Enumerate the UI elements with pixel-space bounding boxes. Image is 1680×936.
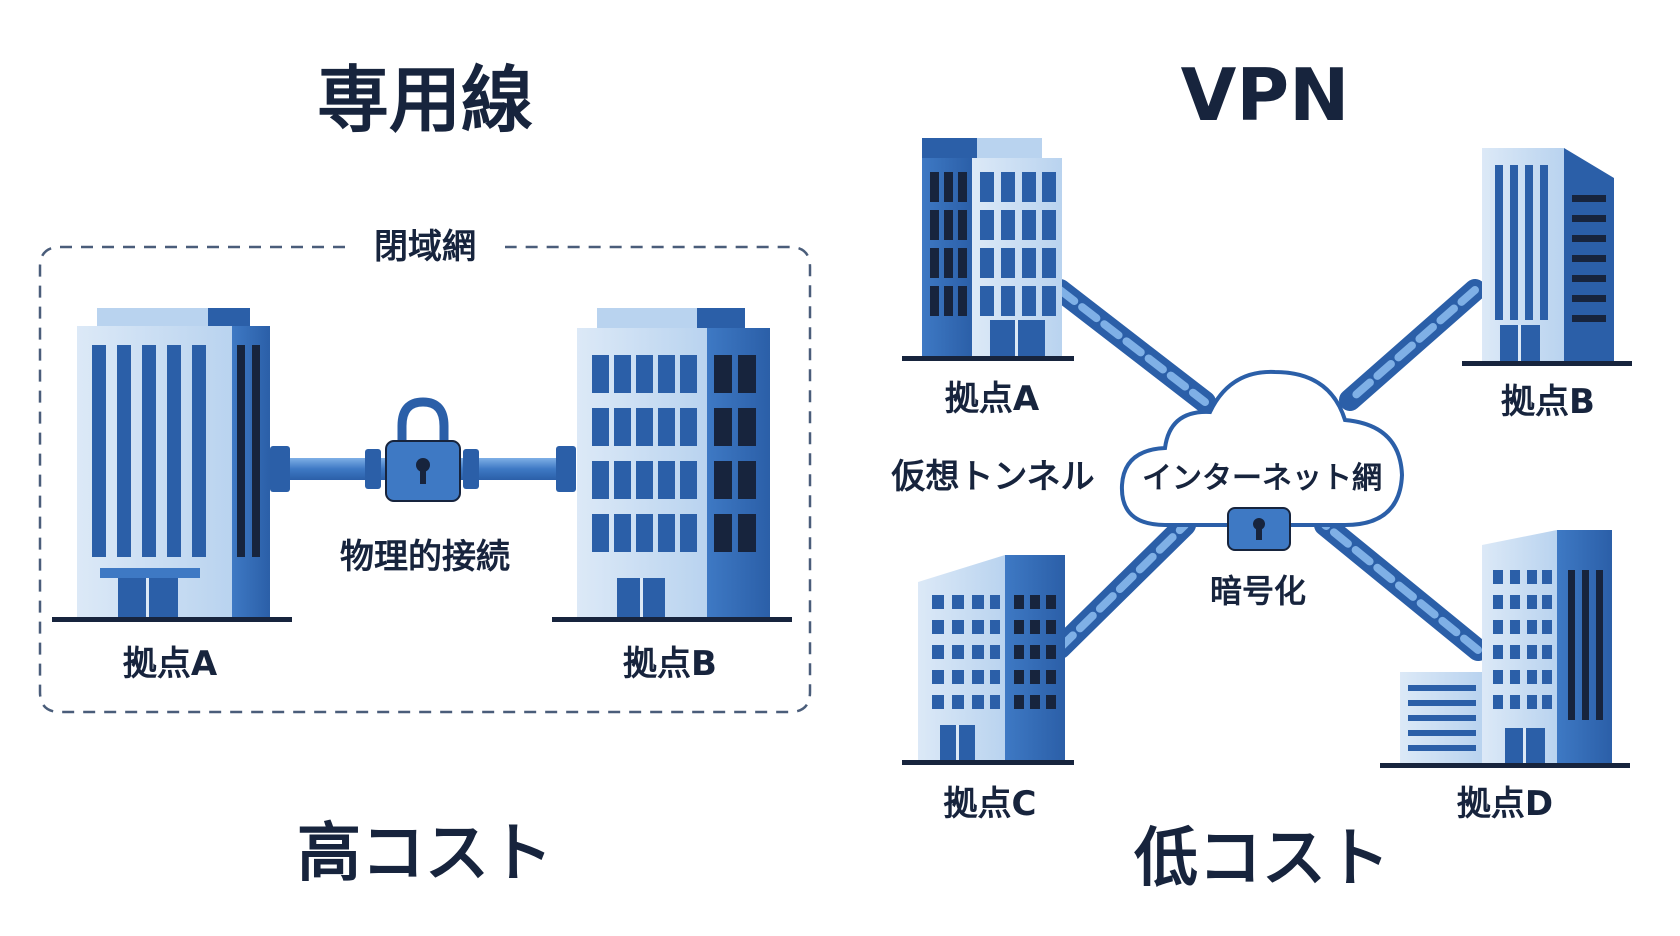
site-a-label: 拠点A xyxy=(123,644,218,684)
site-b-label: 拠点B xyxy=(623,644,717,684)
vpn-title: VPN xyxy=(1181,53,1350,137)
internet-network-label: インターネット網 xyxy=(1142,461,1382,496)
leased-line-panel: 専用線 閉域網 拠点A xyxy=(38,58,812,891)
leased-line-title: 専用線 xyxy=(317,58,533,142)
encryption-label: 暗号化 xyxy=(1210,572,1306,610)
vpn-site-c-label: 拠点C xyxy=(944,784,1037,824)
low-cost-label: 低コスト xyxy=(1134,822,1390,896)
building-icon xyxy=(902,138,1074,361)
closed-network-boundary xyxy=(38,245,812,714)
vpn-site-b-label: 拠点B xyxy=(1501,382,1595,422)
lock-icon xyxy=(1227,507,1291,551)
building-icon xyxy=(902,555,1074,765)
building-icon xyxy=(1462,148,1632,366)
vpn-site-d-label: 拠点D xyxy=(1457,784,1553,824)
physical-connection-label: 物理的接続 xyxy=(340,537,510,577)
closed-network-label: 閉域網 xyxy=(374,227,476,267)
vpn-panel: VPN インターネット網 暗号化 仮想トンネル xyxy=(890,53,1632,896)
high-cost-label: 高コスト xyxy=(297,817,553,891)
building-icon xyxy=(552,308,792,622)
virtual-tunnel-label: 仮想トンネル xyxy=(890,457,1094,497)
building-icon xyxy=(52,308,292,622)
building-icon xyxy=(1380,530,1630,768)
lock-icon xyxy=(385,397,461,502)
vpn-site-a-label: 拠点A xyxy=(945,379,1040,419)
cloud-icon xyxy=(1119,369,1405,527)
virtual-tunnels xyxy=(1049,279,1489,661)
